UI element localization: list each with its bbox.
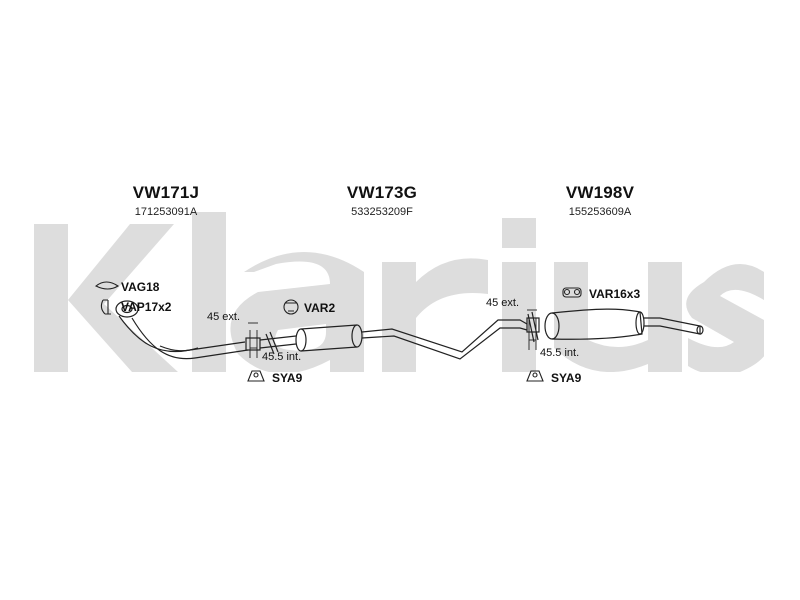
accessory-vag18: VAG18: [121, 280, 160, 294]
gasket-icon: [94, 281, 120, 290]
klarius-watermark: [34, 212, 764, 372]
part-title-1: VW171J: [132, 183, 200, 202]
part-code-1: 171253091A: [134, 206, 198, 218]
rear-silencer-body: [551, 308, 643, 340]
accessory-var2: VAR2: [304, 301, 336, 315]
middle-pipe-lower: [361, 327, 528, 360]
middle-silencer-body: [300, 324, 358, 352]
dimension-left-ext: 45 ext.: [207, 311, 241, 323]
dimension-right-ext: 45 ext.: [486, 297, 520, 309]
part-title-3: VW198V: [565, 183, 635, 202]
hanger-icon-2: [526, 370, 544, 382]
accessory-sya9-left: SYA9: [272, 371, 303, 385]
accessory-vap17x2: VAP17x2: [121, 300, 172, 314]
middle-pipe-upper: [361, 319, 528, 353]
tailpipe: [644, 317, 701, 335]
clamp-icon: [283, 299, 299, 315]
hanger-icon: [247, 370, 265, 382]
clamp-icon-2: [562, 287, 582, 298]
part-title-2: VW173G: [346, 183, 418, 202]
accessory-var16x3: VAR16x3: [589, 287, 641, 301]
rear-silencer-end: [544, 312, 560, 340]
front-flange: [115, 300, 139, 318]
middle-silencer-end: [295, 328, 307, 352]
bracket-icon: [100, 299, 111, 315]
part-code-2: 533253209F: [351, 206, 413, 218]
part-code-3: 155253609A: [568, 206, 632, 218]
front-pipe-lower: [131, 317, 249, 360]
accessory-sya9-right: SYA9: [551, 371, 582, 385]
dimension-right-int: 45.5 int.: [540, 347, 580, 359]
dimension-left-int: 45.5 int.: [262, 351, 302, 363]
joint-left: [245, 337, 261, 351]
